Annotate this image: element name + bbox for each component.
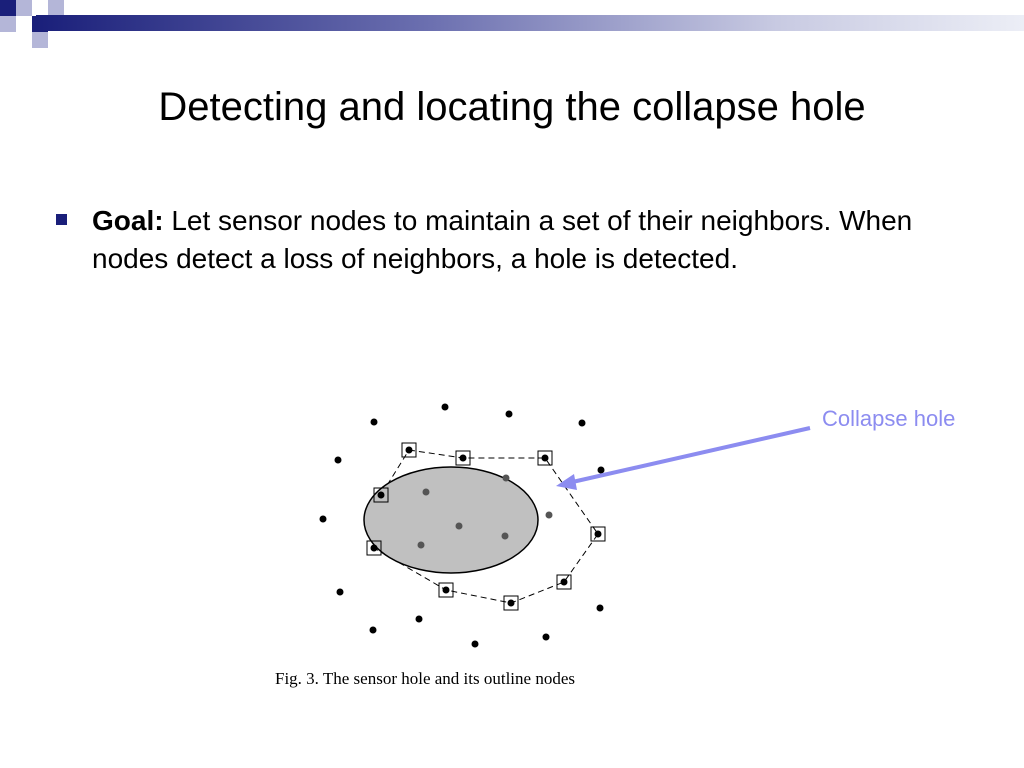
- outline-nodes: [366, 442, 606, 611]
- bullet-text: Goal: Let sensor nodes to maintain a set…: [92, 202, 916, 278]
- inner-nodes: [417, 474, 553, 549]
- decorative-corner-squares: [0, 0, 64, 48]
- outer-nodes: [319, 403, 605, 648]
- bullet-label: Goal:: [92, 205, 164, 236]
- slide-title: Detecting and locating the collapse hole: [158, 85, 866, 129]
- decorative-header-bar: [36, 15, 1024, 31]
- sensor-hole-figure: [318, 398, 608, 653]
- bullet-item: Goal: Let sensor nodes to maintain a set…: [56, 202, 916, 278]
- bullet-body: Let sensor nodes to maintain a set of th…: [92, 205, 913, 274]
- annotation-label: Collapse hole: [822, 406, 956, 431]
- figure-caption: Fig. 3. The sensor hole and its outline …: [275, 669, 575, 688]
- hole-ellipse: [363, 466, 539, 574]
- bullet-square-icon: [56, 214, 67, 225]
